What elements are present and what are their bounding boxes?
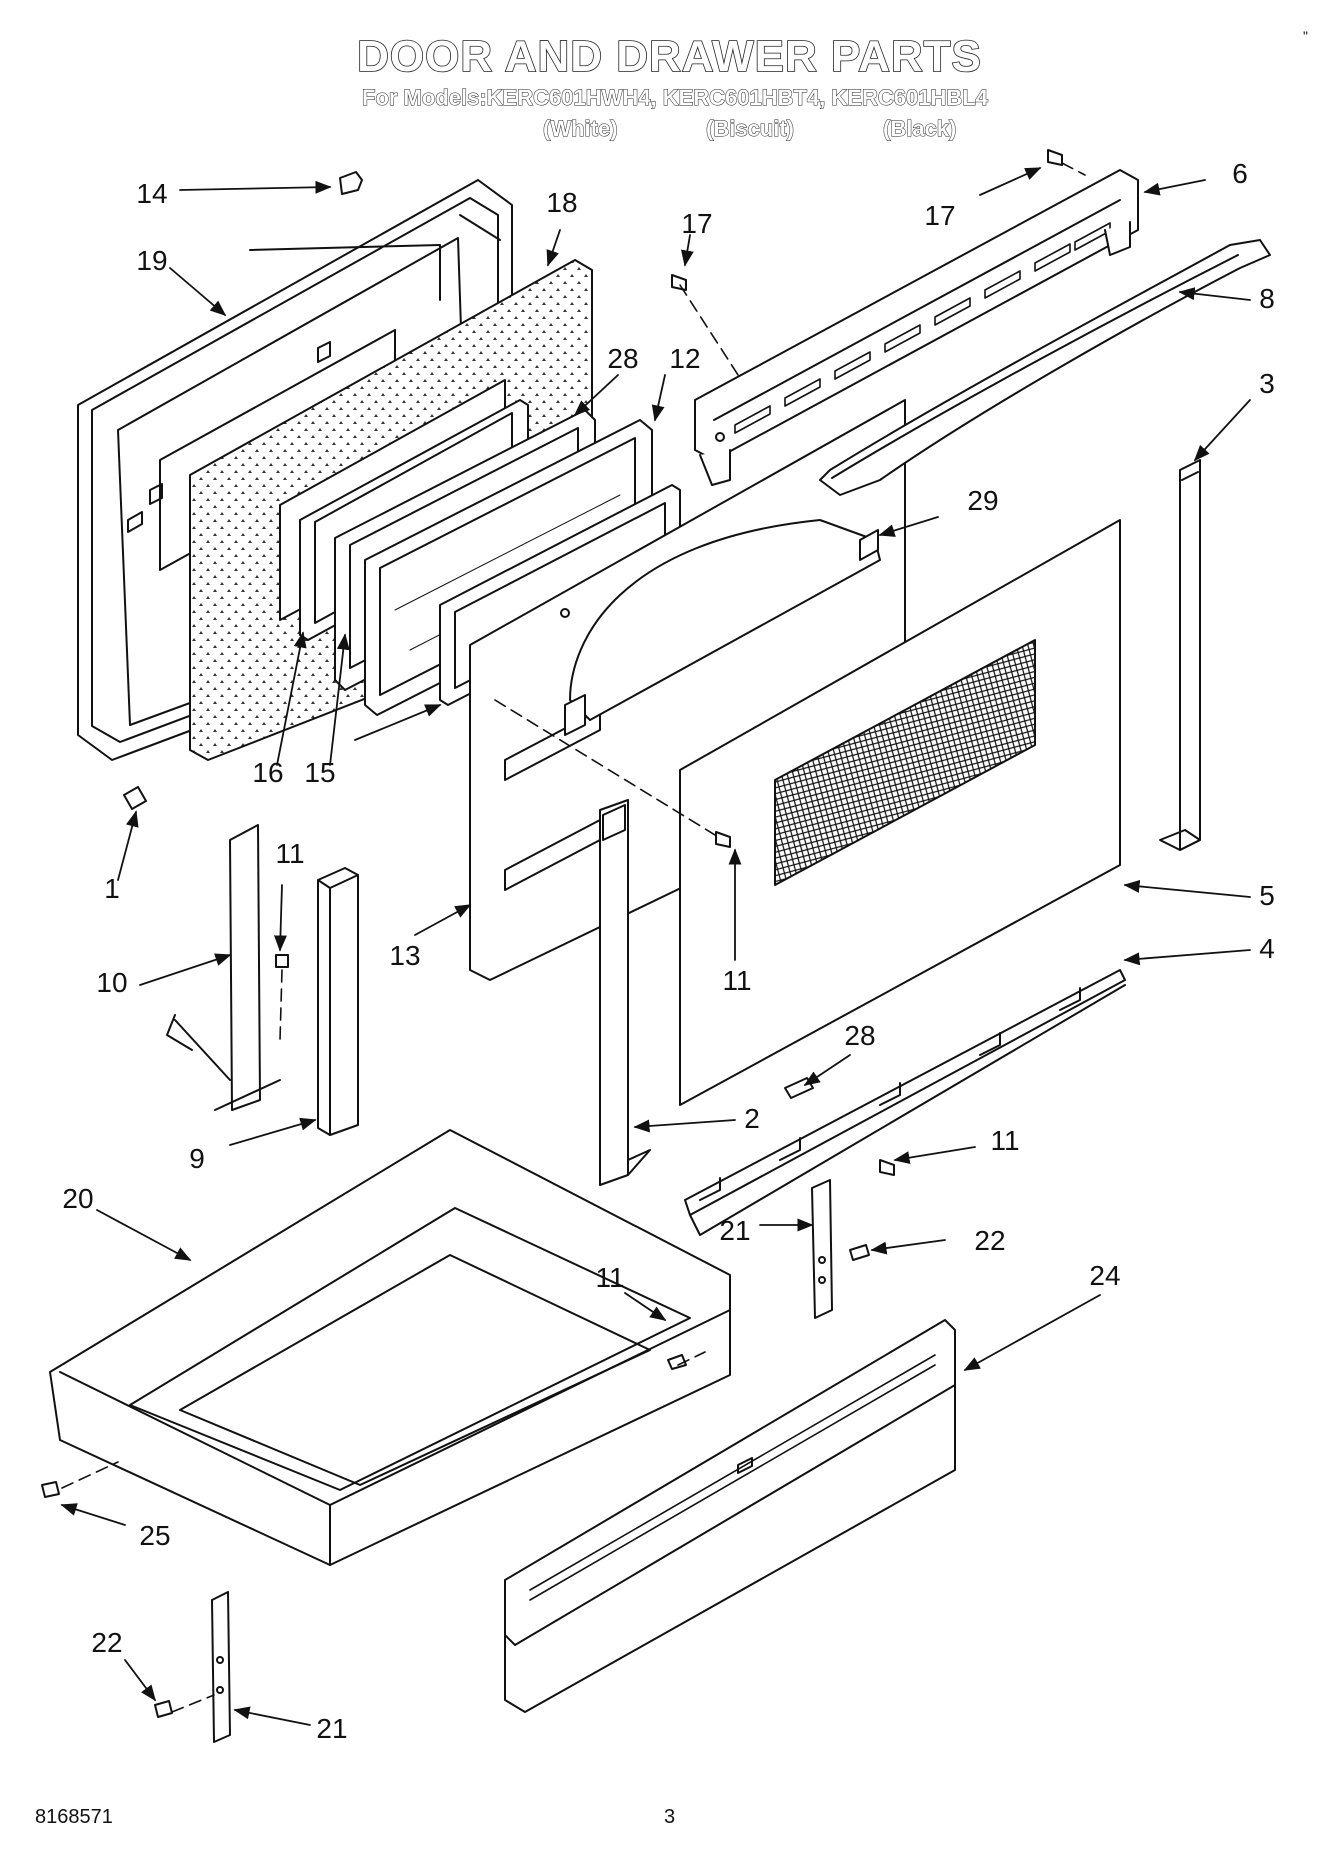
document-number: 8168571 <box>35 1806 113 1828</box>
callout-2: 2 <box>744 1103 760 1134</box>
callout-6: 6 <box>1232 158 1248 189</box>
callout-11b: 11 <box>722 965 751 996</box>
callout-9: 9 <box>189 1143 205 1174</box>
callout-leaders <box>60 167 1251 1726</box>
color-biscuit-label: (Biscuit) <box>706 116 795 142</box>
part-6-vent-trim <box>694 169 1139 486</box>
screws-and-clips <box>41 149 1063 1718</box>
callout-18: 18 <box>546 187 577 218</box>
callout-22a: 22 <box>974 1225 1005 1256</box>
page-number: 3 <box>664 1806 676 1828</box>
callout-29: 29 <box>967 485 998 516</box>
callout-14: 14 <box>136 178 167 209</box>
part-4-bottom-trim <box>684 969 1126 1236</box>
part-20-drawer-box <box>49 1129 731 1566</box>
callout-numbers: 14 19 18 17 17 6 8 3 28 12 29 5 4 16 15 … <box>62 158 1274 1744</box>
part-29-handle-bracket <box>564 519 881 736</box>
callout-10: 10 <box>96 967 127 998</box>
callout-15: 15 <box>304 757 335 788</box>
part-10-hinge-bracket <box>166 824 281 1111</box>
alignment-lines <box>61 162 1086 1713</box>
callout-11c: 11 <box>990 1125 1019 1156</box>
callout-3: 3 <box>1259 368 1275 399</box>
part-24-drawer-front <box>504 1319 956 1713</box>
corner-mark: " <box>1303 28 1308 44</box>
part-2-left-side-trim <box>599 799 651 1186</box>
page-title: DOOR AND DRAWER PARTS <box>356 31 982 82</box>
callout-1: 1 <box>104 873 120 904</box>
callout-24: 24 <box>1089 1260 1120 1291</box>
callout-25: 25 <box>139 1520 170 1551</box>
part-9-trim-block <box>317 867 359 1136</box>
callout-5: 5 <box>1259 880 1275 911</box>
part-21-drawer-slide-lower <box>211 1591 231 1743</box>
callout-13: 13 <box>389 940 420 971</box>
callout-22b: 22 <box>91 1627 122 1658</box>
callout-8: 8 <box>1259 283 1275 314</box>
callout-28a: 28 <box>607 343 638 374</box>
part-8-door-handle <box>819 239 1271 496</box>
callout-21b: 21 <box>316 1713 347 1744</box>
callout-19: 19 <box>136 245 167 276</box>
color-white-label: (White) <box>543 116 619 142</box>
callout-17b: 17 <box>924 200 955 231</box>
part-3-right-side-trim <box>1159 459 1201 851</box>
callout-11a: 11 <box>275 838 304 869</box>
part-21-drawer-slide-upper <box>811 1179 833 1319</box>
part-5-outer-door-panel <box>679 519 1121 1106</box>
callout-12: 12 <box>669 343 700 374</box>
callout-28b: 28 <box>844 1020 875 1051</box>
color-black-label: (Black) <box>882 116 957 142</box>
callout-4: 4 <box>1259 933 1275 964</box>
callout-11d: 11 <box>595 1262 624 1293</box>
callout-21a: 21 <box>719 1215 750 1246</box>
models-line: For Models:KERC601HWH4, KERC601HBT4, KER… <box>362 85 989 111</box>
callout-16: 16 <box>252 757 283 788</box>
callout-20: 20 <box>62 1183 93 1214</box>
callout-17a: 17 <box>681 208 712 239</box>
